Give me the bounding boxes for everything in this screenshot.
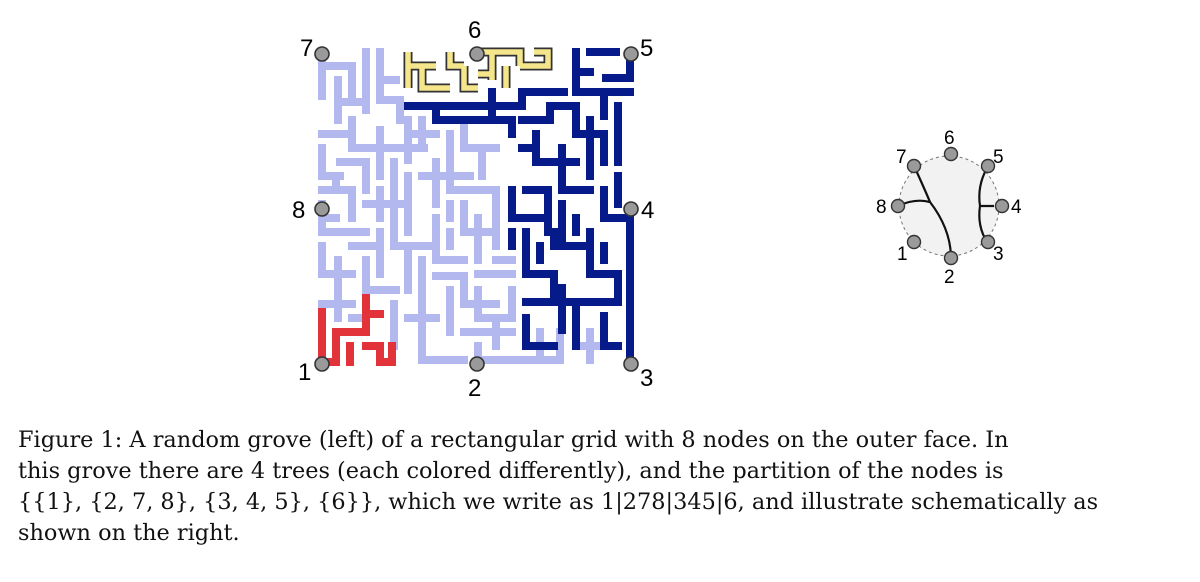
snode-5 [980, 158, 996, 174]
snode-label-4: 4 [1011, 197, 1022, 218]
snode-2 [943, 250, 959, 266]
node-label-2: 2 [468, 375, 481, 402]
node-5 [623, 46, 639, 62]
node-label-7: 7 [300, 35, 313, 62]
node-label-3: 3 [640, 365, 653, 392]
node-label-1: 1 [298, 359, 311, 386]
figure-1: 7 6 5 8 4 1 2 3 6 7 5 8 4 1 3 2 [292, 17, 1022, 402]
snode-3 [980, 234, 996, 250]
node-1 [314, 356, 330, 372]
caption-line: shown on the right. [18, 520, 240, 546]
node-label-6: 6 [468, 17, 481, 44]
snode-label-5: 5 [993, 147, 1004, 168]
node-8 [314, 201, 330, 217]
schematic-arc-345 [978, 167, 994, 243]
grove-maze: 7 6 5 8 4 1 2 3 [292, 17, 654, 402]
node-7 [314, 46, 330, 62]
snode-8 [890, 198, 906, 214]
figure-caption: Figure 1: A random grove (left) of a rec… [18, 425, 1180, 549]
caption-line: {{1}, {2, 7, 8}, {3, 4, 5}, {6}}, which … [18, 489, 1099, 515]
tree-yellow [403, 47, 553, 93]
snode-label-2: 2 [944, 267, 955, 288]
node-6 [469, 46, 485, 62]
tree-dark-blue [404, 48, 634, 364]
snode-label-1: 1 [897, 244, 908, 265]
snode-7 [906, 158, 922, 174]
snode-4 [994, 198, 1010, 214]
node-label-5: 5 [640, 35, 653, 62]
snode-label-7: 7 [896, 147, 907, 168]
node-3 [623, 356, 639, 372]
snode-label-6: 6 [944, 128, 955, 149]
node-2 [469, 356, 485, 372]
node-label-8: 8 [292, 197, 305, 224]
caption-line: this grove there are 4 trees (each color… [18, 458, 1004, 484]
snode-1 [906, 234, 922, 250]
tree-light-blue [318, 48, 616, 364]
partition-schematic: 6 7 5 8 4 1 3 2 [876, 128, 1022, 288]
node-4 [623, 201, 639, 217]
snode-label-3: 3 [993, 244, 1004, 265]
snode-6 [943, 146, 959, 162]
caption-line: Figure 1: A random grove (left) of a rec… [18, 427, 1009, 453]
node-label-4: 4 [641, 197, 654, 224]
snode-label-8: 8 [876, 197, 887, 218]
